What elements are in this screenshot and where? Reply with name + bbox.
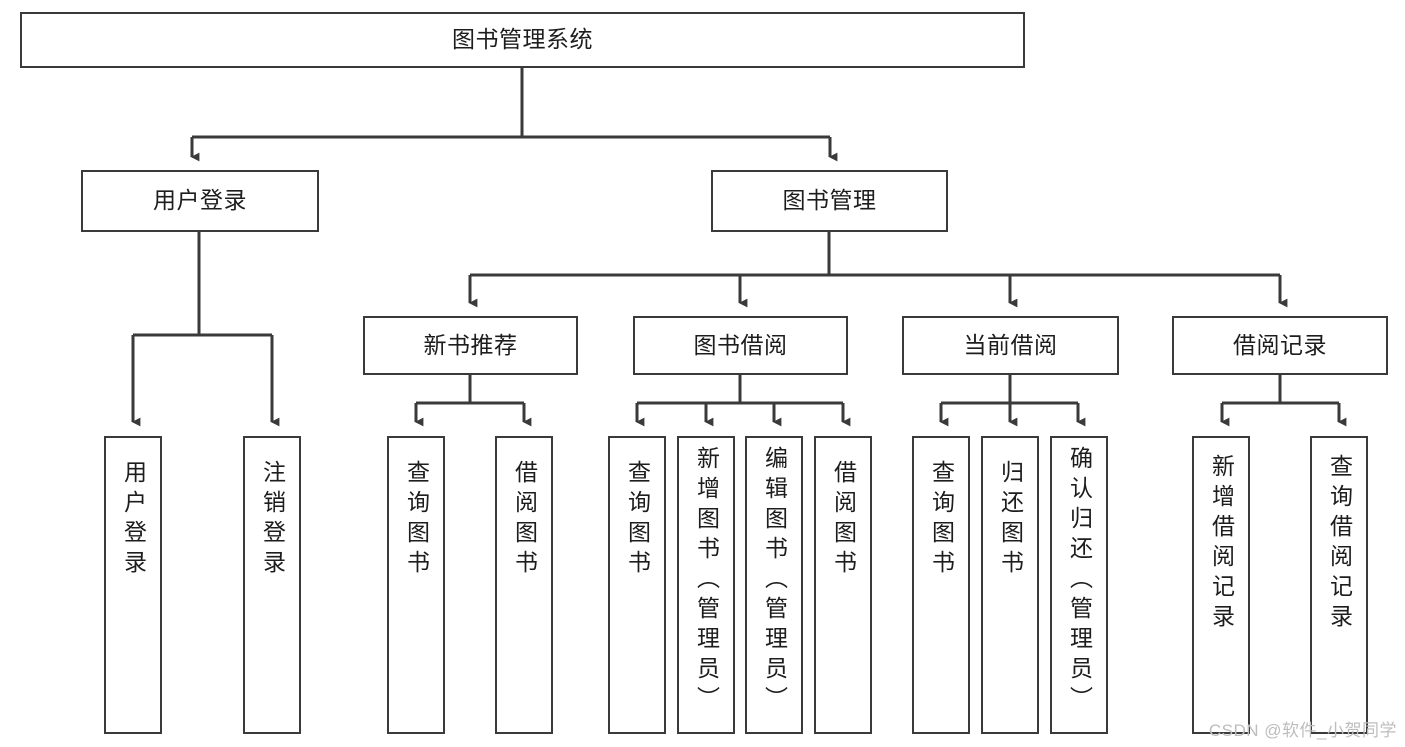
csdn-watermark: CSDN @软件_小贺同学 xyxy=(1208,721,1397,740)
node-user-login[interactable]: 用户登录 xyxy=(81,170,319,232)
node-root-label: 图书管理系统 xyxy=(452,26,593,53)
node-leaf-return-book-label: 归还图书 xyxy=(997,460,1024,580)
node-root[interactable]: 图书管理系统 xyxy=(20,12,1025,68)
node-book-borrow-label: 图书借阅 xyxy=(693,331,788,358)
node-leaf-borrow-book-2[interactable]: 借阅图书 xyxy=(814,436,872,734)
node-leaf-query-record-label: 查询借阅记录 xyxy=(1326,454,1353,634)
node-book-management-label: 图书管理 xyxy=(782,187,877,214)
node-leaf-edit-book-label: 编辑图书（管理员） xyxy=(761,446,788,716)
node-leaf-query-record[interactable]: 查询借阅记录 xyxy=(1310,436,1368,734)
node-leaf-logout[interactable]: 注销登录 xyxy=(243,436,301,734)
node-leaf-add-book[interactable]: 新增图书（管理员） xyxy=(677,436,735,734)
node-leaf-borrow-book-2-label: 借阅图书 xyxy=(830,460,857,580)
node-current-borrow-label: 当前借阅 xyxy=(963,331,1058,358)
node-current-borrow[interactable]: 当前借阅 xyxy=(902,316,1119,375)
node-borrow-record-label: 借阅记录 xyxy=(1233,331,1327,358)
node-leaf-query-book-2[interactable]: 查询图书 xyxy=(608,436,666,734)
node-leaf-query-book-1-label: 查询图书 xyxy=(403,460,430,580)
node-leaf-user-login[interactable]: 用户登录 xyxy=(104,436,162,734)
node-leaf-edit-book[interactable]: 编辑图书（管理员） xyxy=(745,436,803,734)
node-leaf-borrow-book-1[interactable]: 借阅图书 xyxy=(495,436,553,734)
node-leaf-query-book-2-label: 查询图书 xyxy=(624,460,651,580)
node-leaf-add-record-label: 新增借阅记录 xyxy=(1208,454,1235,634)
node-leaf-query-book-1[interactable]: 查询图书 xyxy=(387,436,445,734)
node-borrow-record[interactable]: 借阅记录 xyxy=(1172,316,1388,375)
node-new-book-recommend[interactable]: 新书推荐 xyxy=(363,316,578,375)
node-leaf-logout-label: 注销登录 xyxy=(259,460,286,580)
node-leaf-confirm-return-label: 确认归还（管理员） xyxy=(1066,446,1093,716)
node-leaf-add-record[interactable]: 新增借阅记录 xyxy=(1192,436,1250,734)
node-leaf-user-login-label: 用户登录 xyxy=(120,460,147,580)
node-book-borrow[interactable]: 图书借阅 xyxy=(633,316,848,375)
node-leaf-query-book-3-label: 查询图书 xyxy=(928,460,955,580)
node-user-login-label: 用户登录 xyxy=(153,187,247,214)
node-leaf-borrow-book-1-label: 借阅图书 xyxy=(511,460,538,580)
node-leaf-return-book[interactable]: 归还图书 xyxy=(981,436,1039,734)
node-book-management[interactable]: 图书管理 xyxy=(711,170,948,232)
node-leaf-query-book-3[interactable]: 查询图书 xyxy=(912,436,970,734)
node-leaf-confirm-return[interactable]: 确认归还（管理员） xyxy=(1050,436,1108,734)
node-leaf-add-book-label: 新增图书（管理员） xyxy=(693,446,720,716)
node-new-book-recommend-label: 新书推荐 xyxy=(423,331,518,358)
